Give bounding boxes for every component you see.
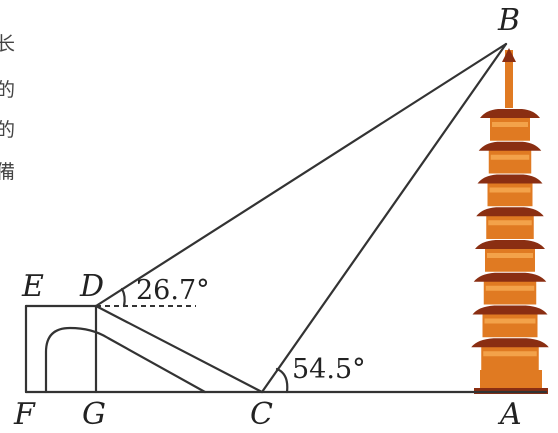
- pagoda-tier-band: [483, 351, 537, 357]
- segment-DC: [94, 304, 264, 394]
- pagoda-tier-body: [481, 345, 539, 370]
- point-label-D: D: [79, 269, 104, 304]
- pagoda-tier-band: [484, 318, 536, 324]
- pagoda-tier-band: [485, 285, 535, 291]
- point-label-B: B: [497, 3, 520, 38]
- angle-label-D: 26.7°: [136, 275, 210, 306]
- pagoda-tier-band: [490, 154, 530, 160]
- pagoda-base: [480, 370, 542, 392]
- pagoda-tier-band: [488, 220, 532, 226]
- pagoda-tier-roof: [477, 174, 543, 184]
- arch-ramp: [44, 326, 207, 394]
- edge-text-2: 的: [0, 79, 15, 101]
- segment-CB: [260, 42, 508, 394]
- pagoda-tier-band: [487, 253, 533, 258]
- segment-DB: [94, 42, 508, 308]
- edge-text-fragments: 长 的 的 備: [0, 33, 15, 183]
- angle-arc-C: [275, 367, 289, 394]
- point-label-A: A: [497, 397, 522, 432]
- pagoda-tier-body: [488, 148, 532, 174]
- pagoda-tier-body: [482, 312, 538, 338]
- pagoda-tier-roof: [472, 305, 548, 315]
- building: [24, 304, 207, 394]
- pagoda-tier-body: [486, 214, 534, 239]
- edge-text-4: 備: [0, 161, 15, 183]
- pagoda-tower: [471, 48, 549, 394]
- angle-arc-D: [120, 287, 126, 308]
- point-label-G: G: [82, 397, 106, 432]
- edge-text-3: 的: [0, 119, 15, 141]
- angle-label-C: 54.5°: [292, 354, 366, 385]
- point-label-F: F: [13, 397, 36, 432]
- pagoda-tier-body: [483, 279, 537, 305]
- pagoda-tiers: [471, 109, 549, 370]
- pagoda-tier-band: [492, 122, 528, 127]
- pagoda-spire: [505, 50, 513, 108]
- pagoda-tier-roof: [473, 272, 547, 282]
- pagoda-tier-roof: [480, 109, 540, 118]
- pagoda-spire-top: [502, 48, 516, 62]
- pagoda-tier-band: [489, 187, 531, 193]
- edge-text-1: 长: [0, 33, 15, 55]
- pagoda-tier-body: [490, 116, 530, 141]
- pagoda-tier-roof: [476, 207, 544, 217]
- pagoda-tier-roof: [475, 240, 545, 249]
- pagoda-tier-roof: [471, 338, 549, 348]
- pagoda-tier-body: [485, 247, 535, 272]
- pagoda-tier-roof: [478, 141, 542, 151]
- point-label-E: E: [21, 269, 44, 304]
- point-label-C: C: [250, 397, 273, 432]
- pagoda-tier-body: [487, 181, 533, 207]
